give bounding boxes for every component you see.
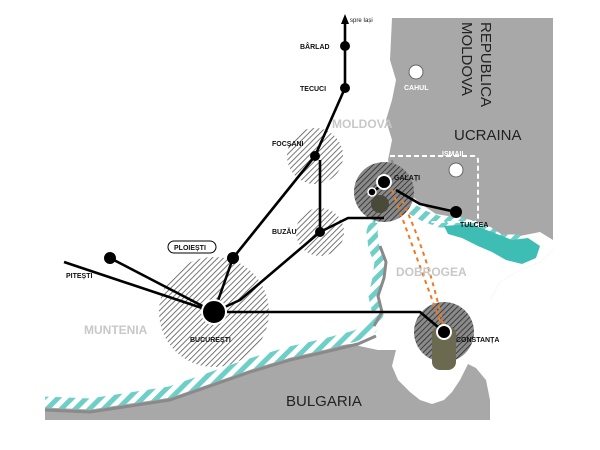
city-label-bucuresti: BUCUREȘTI bbox=[190, 337, 231, 344]
rail-tecuci-focsani bbox=[313, 87, 347, 157]
country-label-ukraine: UCRAINA bbox=[454, 127, 522, 144]
city-label-braila: BRĂILA bbox=[330, 201, 356, 210]
orange-links bbox=[391, 189, 445, 333]
link-galati-constanta-a bbox=[391, 189, 445, 333]
galati-influence-area bbox=[354, 162, 414, 222]
city-label-tecuci: TECUCI bbox=[300, 86, 326, 93]
rail-pitesti-bucuresti bbox=[109, 256, 215, 314]
braila-node[interactable] bbox=[367, 187, 377, 197]
rail-bucuresti-focsani-west bbox=[63, 260, 215, 314]
region-label-moldova: MOLDOVA bbox=[332, 117, 393, 131]
barlad-node[interactable] bbox=[340, 41, 350, 51]
galati-node[interactable] bbox=[376, 174, 392, 190]
pitesti-node[interactable] bbox=[104, 252, 116, 264]
buzau-node[interactable] bbox=[315, 227, 325, 237]
link-galati-constanta-b bbox=[401, 199, 445, 331]
rail-buzau-galati bbox=[319, 216, 384, 234]
country-label-republica: REPUBLICA bbox=[477, 22, 494, 107]
rail-focsani-ploiesti bbox=[231, 155, 317, 259]
cahul-node[interactable] bbox=[408, 64, 424, 80]
city-label-cahul: CAHUL bbox=[404, 85, 429, 92]
danube-river-outline bbox=[45, 334, 377, 414]
focsani-node[interactable] bbox=[310, 151, 320, 161]
tulcea-node[interactable] bbox=[450, 206, 462, 218]
danube-delta bbox=[444, 224, 540, 264]
region-label-muntenia: MUNTENIA bbox=[84, 323, 148, 337]
rail-bucuresti-constanta bbox=[214, 310, 445, 333]
rail-galati-tulcea bbox=[395, 188, 457, 214]
tecuci-node[interactable] bbox=[340, 83, 350, 93]
city-label-ismail: ISMAIL bbox=[442, 151, 466, 158]
ploiesti-label-box bbox=[167, 240, 217, 254]
city-label-barlad: BÂRLAD bbox=[300, 42, 330, 51]
city-label-pitesti: PITEȘTI bbox=[66, 273, 93, 280]
city-label-buzau: BUZĂU bbox=[272, 227, 297, 236]
city-label-tulcea: TULCEA bbox=[460, 222, 488, 229]
city-label-ploiesti: PLOIEȘTI bbox=[174, 245, 206, 252]
ismail-node[interactable] bbox=[448, 162, 464, 178]
north-arrow-label: spre Iași bbox=[350, 18, 373, 24]
city-label-focsani: FOCȘANI bbox=[272, 141, 304, 148]
city-label-galati: GALAȚI bbox=[394, 175, 420, 182]
ploiesti-node[interactable] bbox=[227, 252, 239, 264]
constanta-node[interactable] bbox=[436, 324, 452, 340]
black-sea bbox=[490, 250, 553, 420]
galati-port-area bbox=[371, 195, 389, 213]
country-label-moldova-rep: MOLDOVA bbox=[458, 22, 475, 96]
region-label-dobrogea: DOBROGEA bbox=[396, 265, 467, 279]
danube-branch bbox=[372, 245, 388, 327]
country-label-bulgaria: BULGARIA bbox=[286, 393, 362, 410]
city-label-constanta: CONSTANȚA bbox=[456, 337, 499, 344]
north-arrow-icon bbox=[341, 14, 349, 24]
bucuresti-node[interactable] bbox=[201, 299, 227, 325]
